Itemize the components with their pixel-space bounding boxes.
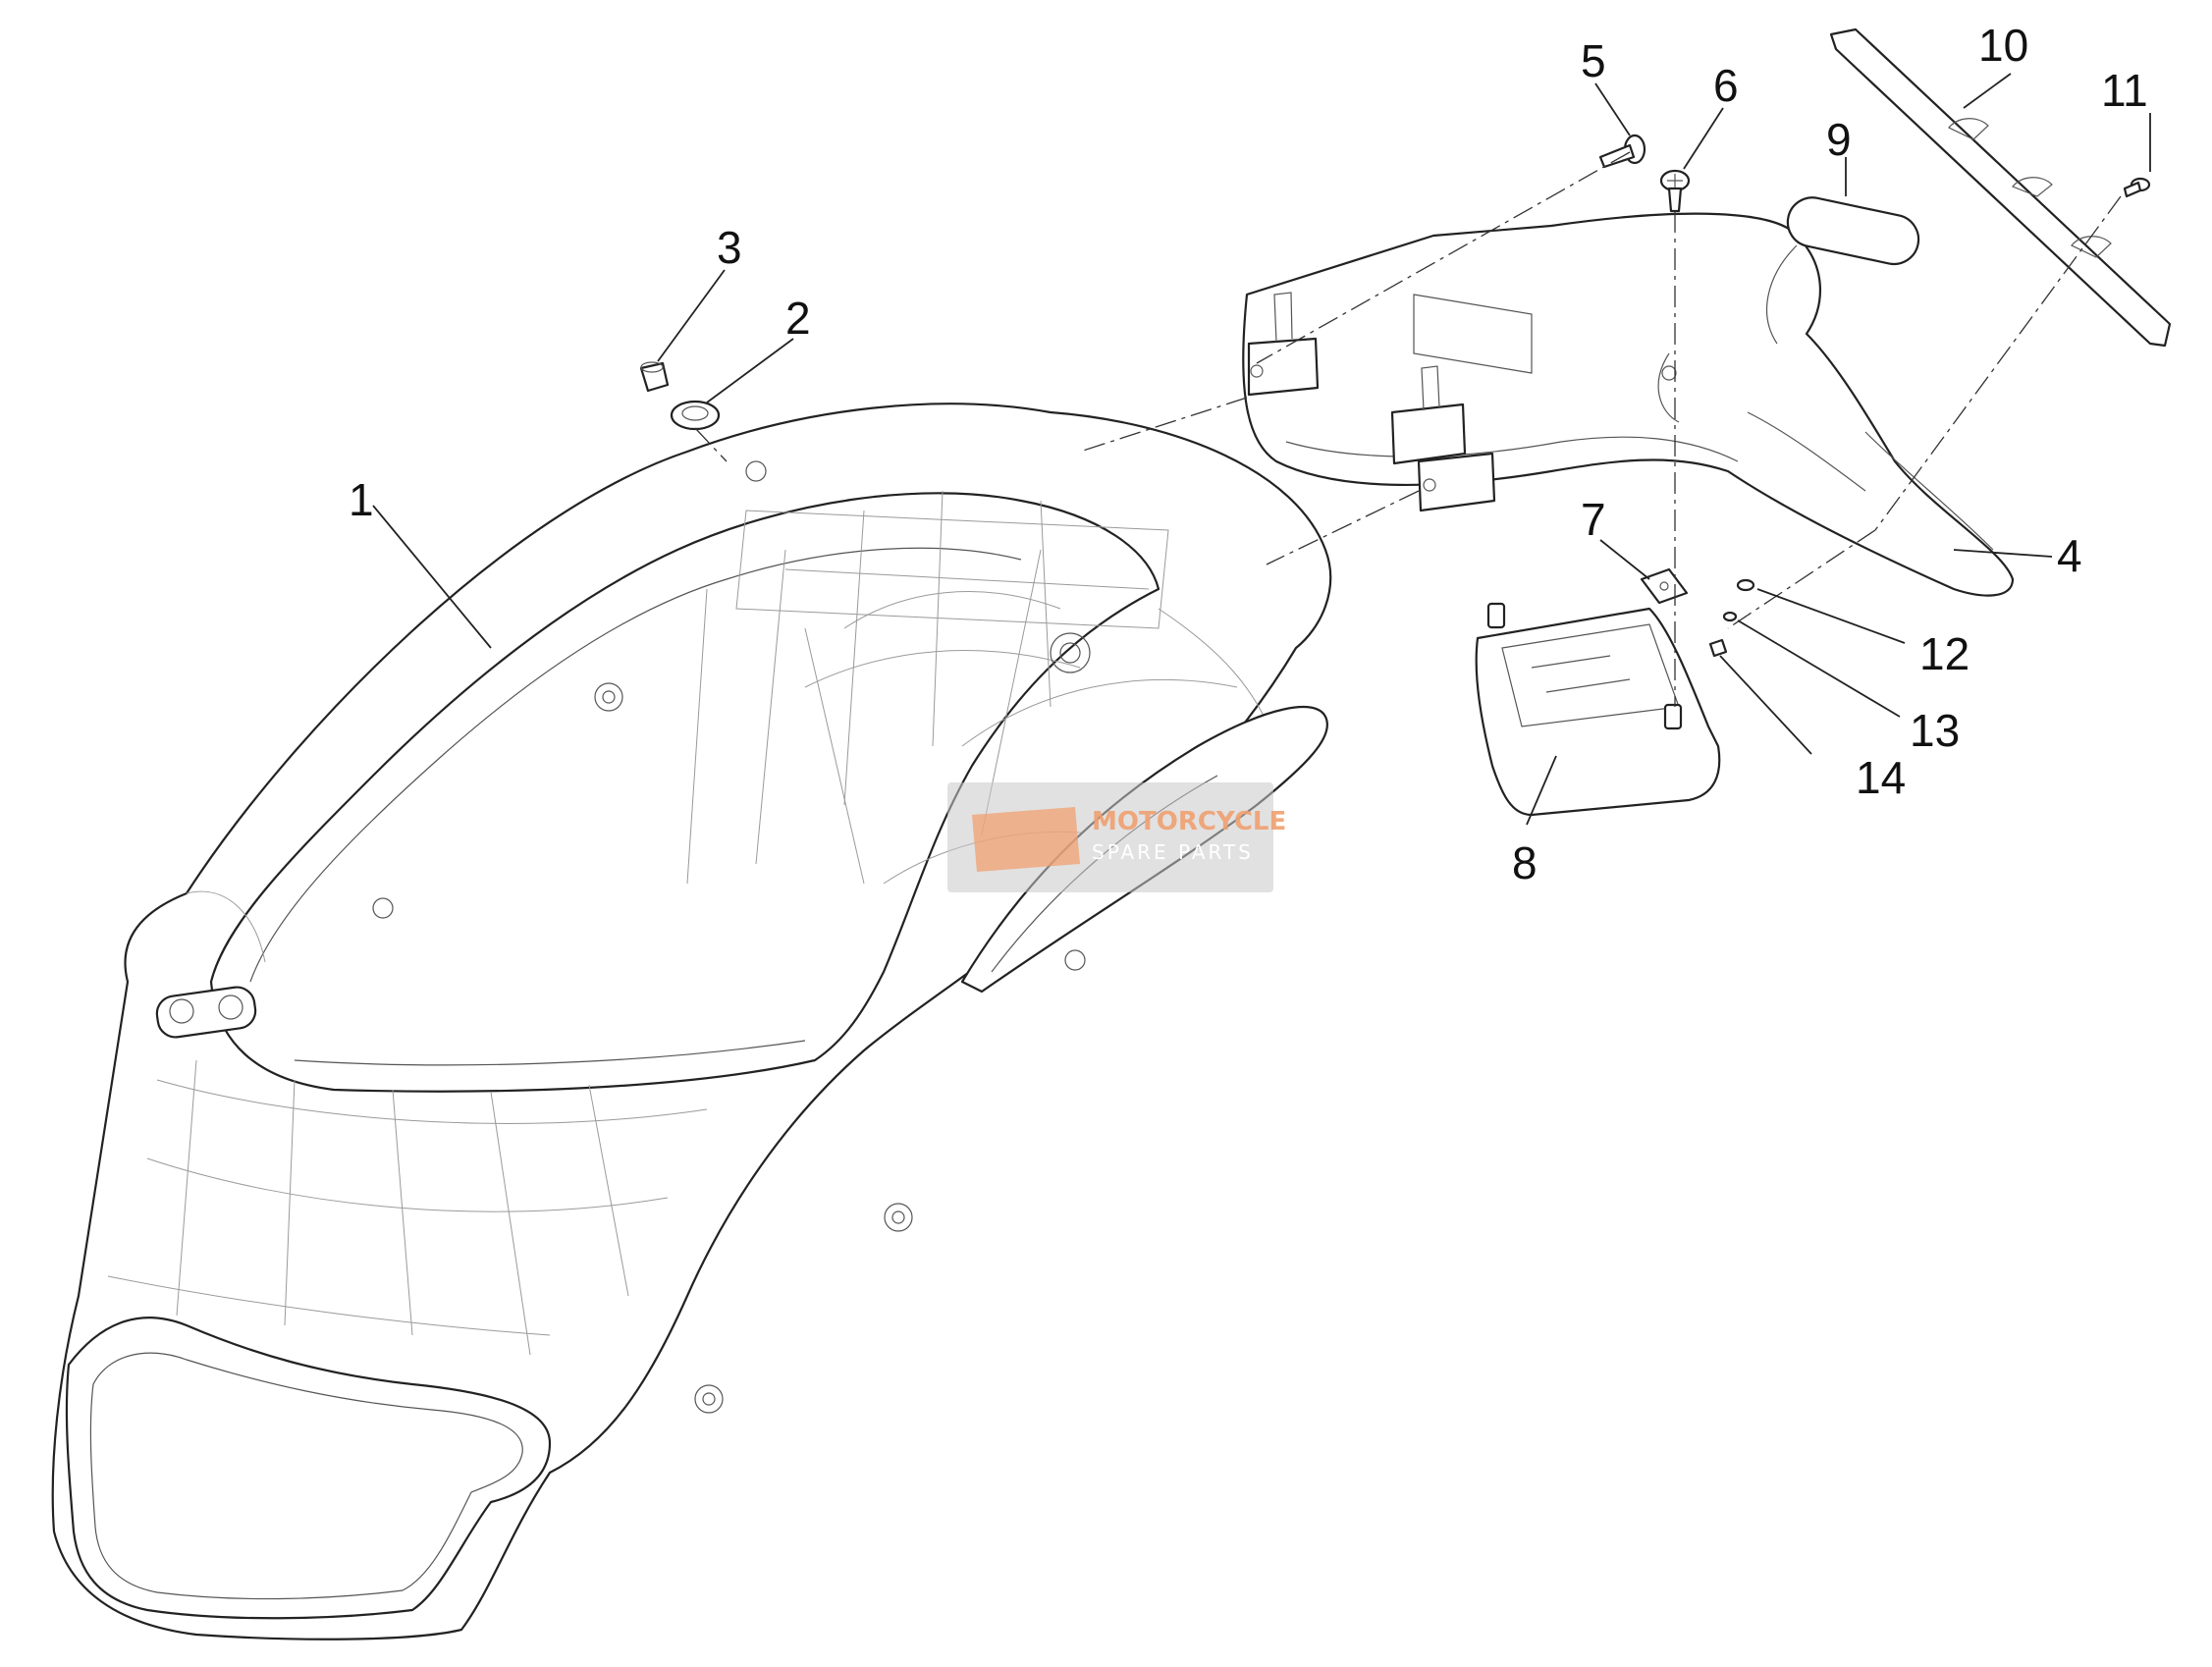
callout-5: 5 [1581,35,1606,86]
part-10-plate-bracket [1829,27,2172,348]
part-2-grommet [670,400,721,431]
watermark-line1: MOTORCYCLE [1092,807,1286,836]
part-12-washer [1736,578,1755,592]
callout-8: 8 [1512,837,1538,888]
callout-9: 9 [1826,114,1852,165]
callout-2: 2 [785,293,811,344]
callout-3: 3 [717,222,742,273]
part-14-nut [1708,638,1728,658]
part-6-screw [1659,169,1691,213]
callout-6: 6 [1713,60,1739,111]
callout-14: 14 [1856,752,1906,803]
part-13-washer [1722,611,1738,622]
part-5-screw [1598,134,1646,169]
callout-10: 10 [1978,20,2028,71]
leader-lines [372,73,2151,826]
callout-7: 7 [1581,494,1606,545]
part-3-plug [639,361,670,393]
part-7-clip-nut [1640,567,1689,605]
assembly-lines [694,151,2122,707]
part-4-license-plate-holder [1242,212,2015,597]
part-11-screw [2123,177,2151,198]
callout-12: 12 [1919,628,1969,679]
callout-4: 4 [2057,530,2082,581]
part-9-pad [1786,196,1920,266]
watermark-logo-icon [972,807,1080,872]
callout-13: 13 [1910,705,1960,756]
watermark: MOTORCYCLE SPARE PARTS [947,782,1286,892]
callout-11: 11 [2101,65,2148,116]
callout-labels: 1 2 3 4 5 6 7 8 9 10 11 12 13 14 [349,20,2148,888]
part-8-license-light [1475,602,1721,817]
watermark-line2: SPARE PARTS [1092,840,1254,864]
callout-1: 1 [349,474,374,525]
part-1-rear-body-cover [51,403,1332,1640]
